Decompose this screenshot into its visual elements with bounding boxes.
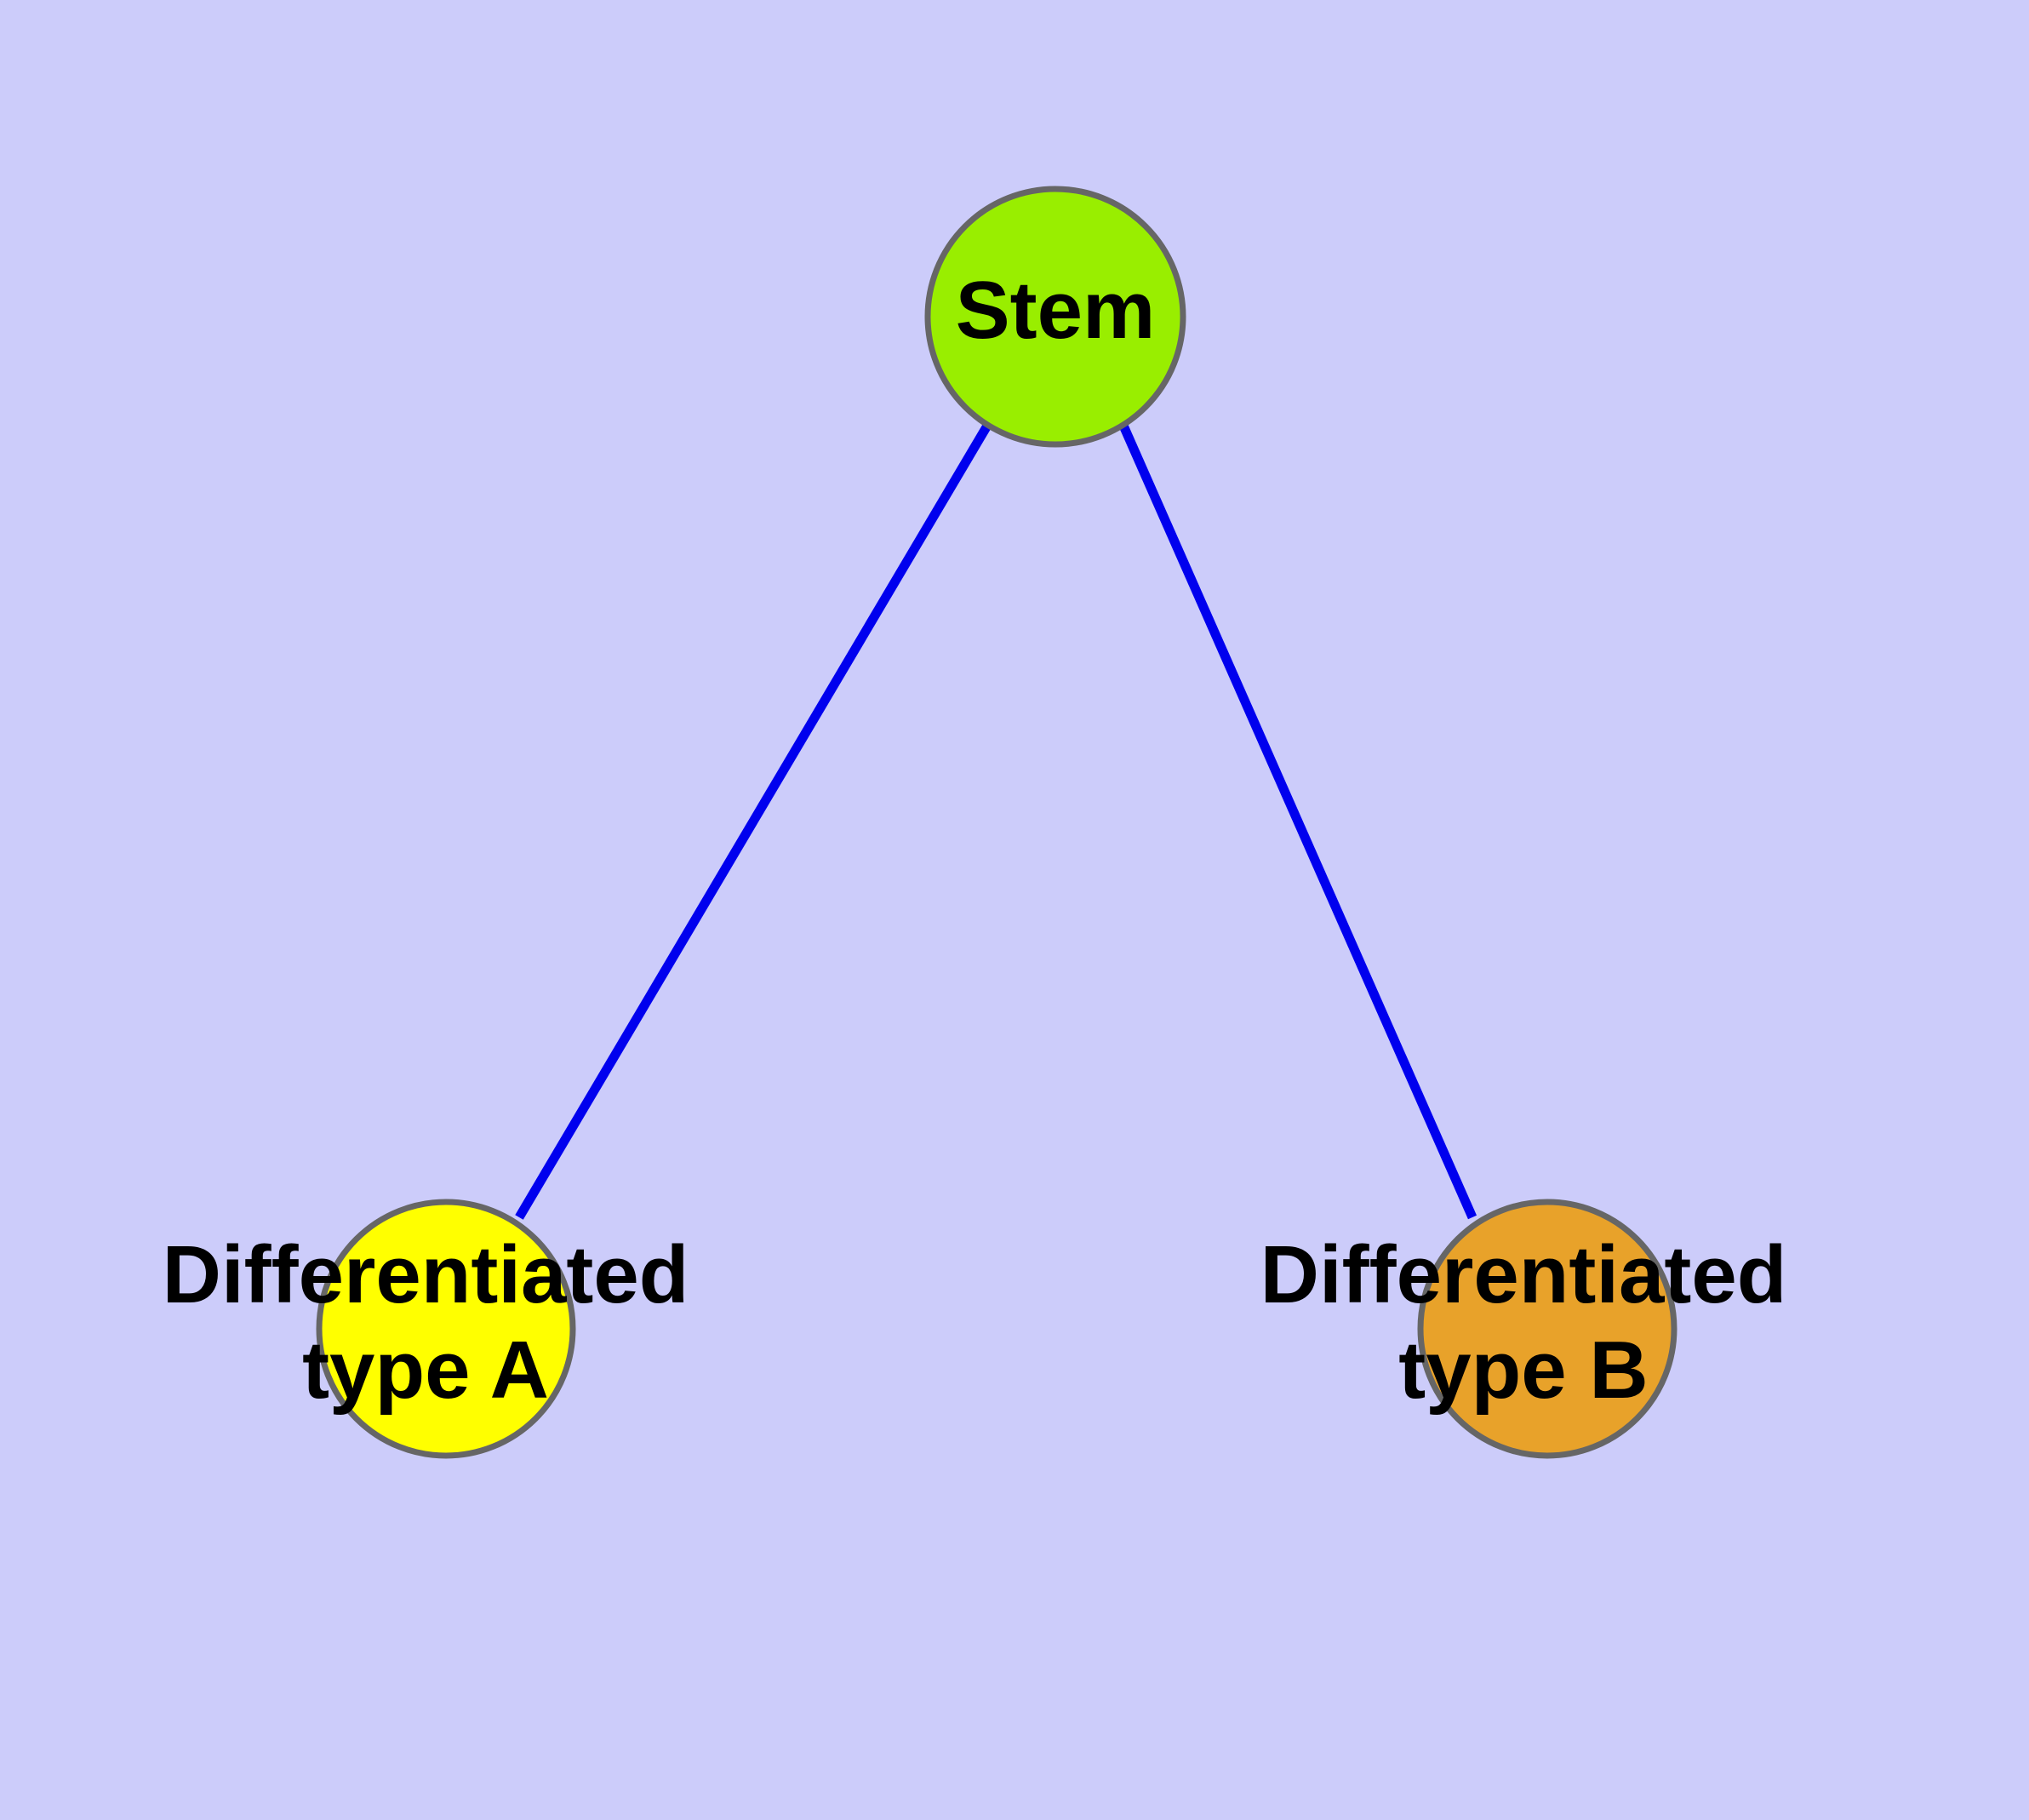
node-stem-circle[interactable] bbox=[924, 186, 1186, 448]
node-stem[interactable]: Stem bbox=[924, 186, 1186, 448]
node-label-line: type A bbox=[302, 1325, 549, 1417]
node-label-line: type B bbox=[1398, 1325, 1648, 1417]
node-label-line: Differentiated bbox=[1260, 1229, 1787, 1320]
node-stem-label: Stem bbox=[956, 265, 1156, 356]
edge-stem-to-diff-type-a[interactable] bbox=[515, 423, 992, 1220]
node-diff-type-b-circle[interactable] bbox=[1417, 1199, 1677, 1459]
edge-layer bbox=[515, 423, 1477, 1220]
node-label-line: Differentiated bbox=[163, 1229, 689, 1320]
node-diff-type-a-circle[interactable] bbox=[316, 1199, 576, 1459]
edge-stem-to-diff-type-b[interactable] bbox=[1118, 423, 1477, 1220]
node-label-line: Stem bbox=[956, 265, 1156, 356]
